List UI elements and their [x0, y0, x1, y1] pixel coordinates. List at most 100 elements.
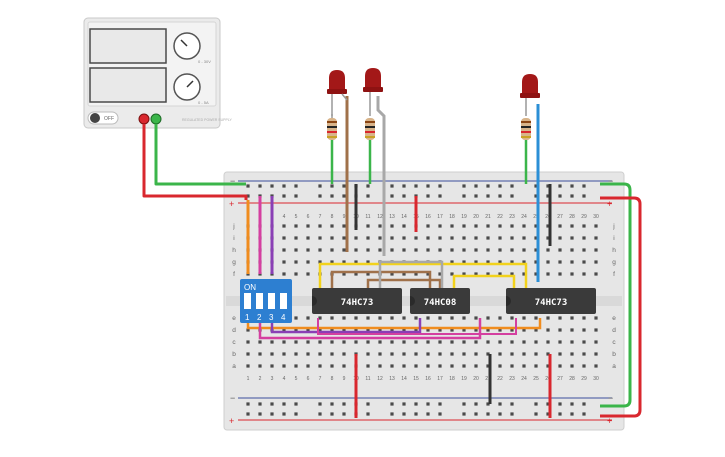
grid-hole[interactable]	[582, 248, 586, 252]
rail-hole[interactable]	[390, 402, 394, 406]
grid-hole[interactable]	[522, 328, 526, 332]
grid-hole[interactable]	[402, 236, 406, 240]
grid-hole[interactable]	[366, 340, 370, 344]
grid-hole[interactable]	[450, 316, 454, 320]
purple-wire-bottom[interactable]	[270, 318, 422, 334]
grid-hole[interactable]	[294, 328, 298, 332]
grid-hole[interactable]	[282, 224, 286, 228]
resistor-3[interactable]	[521, 118, 531, 184]
rail-hole[interactable]	[294, 184, 298, 188]
chip-74hc73-right[interactable]: 74HC73	[506, 288, 596, 314]
gray-led-wire[interactable]	[376, 96, 386, 256]
grid-hole[interactable]	[354, 328, 358, 332]
grid-hole[interactable]	[306, 328, 310, 332]
grid-hole[interactable]	[306, 224, 310, 228]
rail-hole[interactable]	[510, 412, 514, 416]
green-rail-jumper[interactable]	[600, 182, 632, 408]
grid-hole[interactable]	[450, 236, 454, 240]
grid-hole[interactable]	[474, 340, 478, 344]
rail-hole[interactable]	[498, 402, 502, 406]
grid-hole[interactable]	[354, 272, 358, 276]
rail-hole[interactable]	[582, 402, 586, 406]
grid-hole[interactable]	[414, 248, 418, 252]
grid-hole[interactable]	[402, 224, 406, 228]
grid-hole[interactable]	[450, 328, 454, 332]
grid-hole[interactable]	[414, 236, 418, 240]
grid-hole[interactable]	[486, 248, 490, 252]
grid-hole[interactable]	[522, 352, 526, 356]
grid-hole[interactable]	[402, 316, 406, 320]
grid-hole[interactable]	[570, 272, 574, 276]
grid-hole[interactable]	[594, 328, 598, 332]
grid-hole[interactable]	[462, 340, 466, 344]
grid-hole[interactable]	[498, 364, 502, 368]
grid-hole[interactable]	[570, 316, 574, 320]
power-switch[interactable]	[87, 111, 119, 125]
rail-hole[interactable]	[546, 402, 550, 406]
grid-hole[interactable]	[450, 260, 454, 264]
rail-hole[interactable]	[498, 184, 502, 188]
dip-toggle-3[interactable]	[268, 293, 275, 309]
grid-hole[interactable]	[426, 328, 430, 332]
negative-terminal[interactable]	[138, 113, 150, 125]
dip-switch[interactable]: ON 1 2 3 4	[240, 279, 292, 323]
grid-hole[interactable]	[378, 328, 382, 332]
grid-hole[interactable]	[318, 316, 322, 320]
grid-hole[interactable]	[510, 272, 514, 276]
rail-hole[interactable]	[546, 412, 550, 416]
grid-hole[interactable]	[390, 328, 394, 332]
rail-hole[interactable]	[498, 412, 502, 416]
grid-hole[interactable]	[450, 224, 454, 228]
rail-hole[interactable]	[282, 402, 286, 406]
grid-hole[interactable]	[426, 316, 430, 320]
grid-hole[interactable]	[414, 352, 418, 356]
grid-hole[interactable]	[582, 224, 586, 228]
rail-hole[interactable]	[414, 412, 418, 416]
grid-hole[interactable]	[342, 352, 346, 356]
rail-hole[interactable]	[366, 412, 370, 416]
rail-hole[interactable]	[342, 412, 346, 416]
grid-hole[interactable]	[330, 352, 334, 356]
grid-hole[interactable]	[534, 260, 538, 264]
grid-hole[interactable]	[558, 352, 562, 356]
grid-hole[interactable]	[402, 340, 406, 344]
grid-hole[interactable]	[546, 248, 550, 252]
rail-hole[interactable]	[534, 194, 538, 198]
grid-hole[interactable]	[414, 272, 418, 276]
rail-hole[interactable]	[426, 194, 430, 198]
grid-hole[interactable]	[366, 364, 370, 368]
grid-hole[interactable]	[474, 352, 478, 356]
grid-hole[interactable]	[534, 316, 538, 320]
grid-hole[interactable]	[342, 340, 346, 344]
grid-hole[interactable]	[342, 224, 346, 228]
rail-hole[interactable]	[342, 184, 346, 188]
grid-hole[interactable]	[486, 260, 490, 264]
yellow-wire-top[interactable]	[318, 262, 528, 290]
grid-hole[interactable]	[354, 340, 358, 344]
grid-hole[interactable]	[498, 224, 502, 228]
grid-hole[interactable]	[510, 352, 514, 356]
grid-hole[interactable]	[594, 352, 598, 356]
grid-hole[interactable]	[570, 340, 574, 344]
rail-hole[interactable]	[426, 402, 430, 406]
rail-hole[interactable]	[258, 402, 262, 406]
rail-hole[interactable]	[534, 402, 538, 406]
grid-hole[interactable]	[246, 352, 250, 356]
rail-hole[interactable]	[330, 412, 334, 416]
grid-hole[interactable]	[294, 340, 298, 344]
rail-hole[interactable]	[474, 194, 478, 198]
grid-hole[interactable]	[402, 328, 406, 332]
grid-hole[interactable]	[342, 236, 346, 240]
rail-hole[interactable]	[438, 412, 442, 416]
grid-hole[interactable]	[426, 248, 430, 252]
grid-hole[interactable]	[510, 328, 514, 332]
grid-hole[interactable]	[594, 224, 598, 228]
rail-hole[interactable]	[246, 402, 250, 406]
positive-terminal[interactable]	[150, 113, 162, 125]
grid-hole[interactable]	[558, 224, 562, 228]
grid-hole[interactable]	[282, 328, 286, 332]
grid-hole[interactable]	[462, 236, 466, 240]
rail-hole[interactable]	[282, 412, 286, 416]
grid-hole[interactable]	[378, 248, 382, 252]
grid-hole[interactable]	[510, 248, 514, 252]
